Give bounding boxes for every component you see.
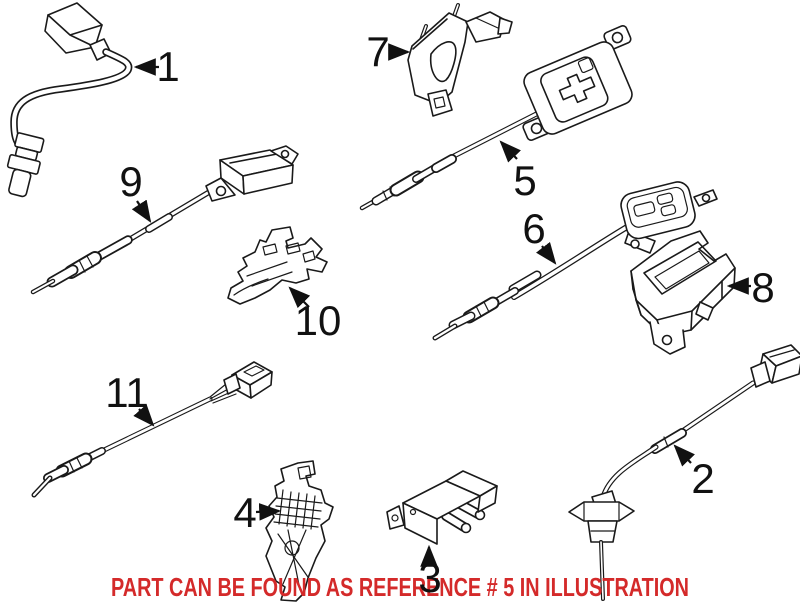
callout-6: 6	[522, 205, 557, 265]
callout-1-label: 1	[156, 43, 179, 90]
part-11-sensor-drawing	[31, 361, 273, 498]
callout-7-label: 7	[366, 28, 389, 75]
callout-9: 9	[119, 158, 152, 223]
callout-4-label: 4	[233, 489, 256, 536]
part-6-sensor-drawing	[432, 181, 718, 341]
callout-11: 11	[105, 369, 155, 427]
callout-5-label: 5	[513, 157, 536, 204]
callout-3: 3	[418, 544, 442, 601]
callout-1: 1	[133, 43, 180, 90]
part-7-bracket-drawing	[407, 3, 513, 117]
callout-3-label: 3	[418, 554, 441, 601]
callout-11-label: 11	[105, 369, 149, 416]
callout-6-label: 6	[522, 205, 545, 252]
part-9-sensor-drawing	[30, 145, 299, 295]
callout-8: 8	[726, 264, 775, 311]
part-1-oxygen-sensor-drawing	[6, 2, 133, 198]
callout-4: 4	[233, 489, 282, 536]
part-8-bracket-drawing	[630, 230, 736, 355]
callout-2-label: 2	[691, 455, 714, 502]
part-10-bracket-drawing	[227, 226, 328, 305]
callout-8-label: 8	[751, 264, 774, 311]
part-4-bracket-drawing	[265, 460, 334, 602]
callout-5: 5	[499, 140, 537, 204]
callout-7: 7	[366, 28, 411, 75]
callout-2: 2	[673, 444, 715, 502]
part-5-sensor-drawing	[359, 25, 633, 211]
callout-10-label: 10	[295, 297, 342, 344]
part-2-temp-sensor-drawing	[568, 344, 800, 601]
callout-9-label: 9	[119, 158, 142, 205]
callout-10: 10	[288, 286, 342, 344]
notice-text: PART CAN BE FOUND AS REFERENCE # 5 IN IL…	[111, 572, 689, 602]
part-3-pressure-sensor-drawing	[386, 470, 498, 545]
